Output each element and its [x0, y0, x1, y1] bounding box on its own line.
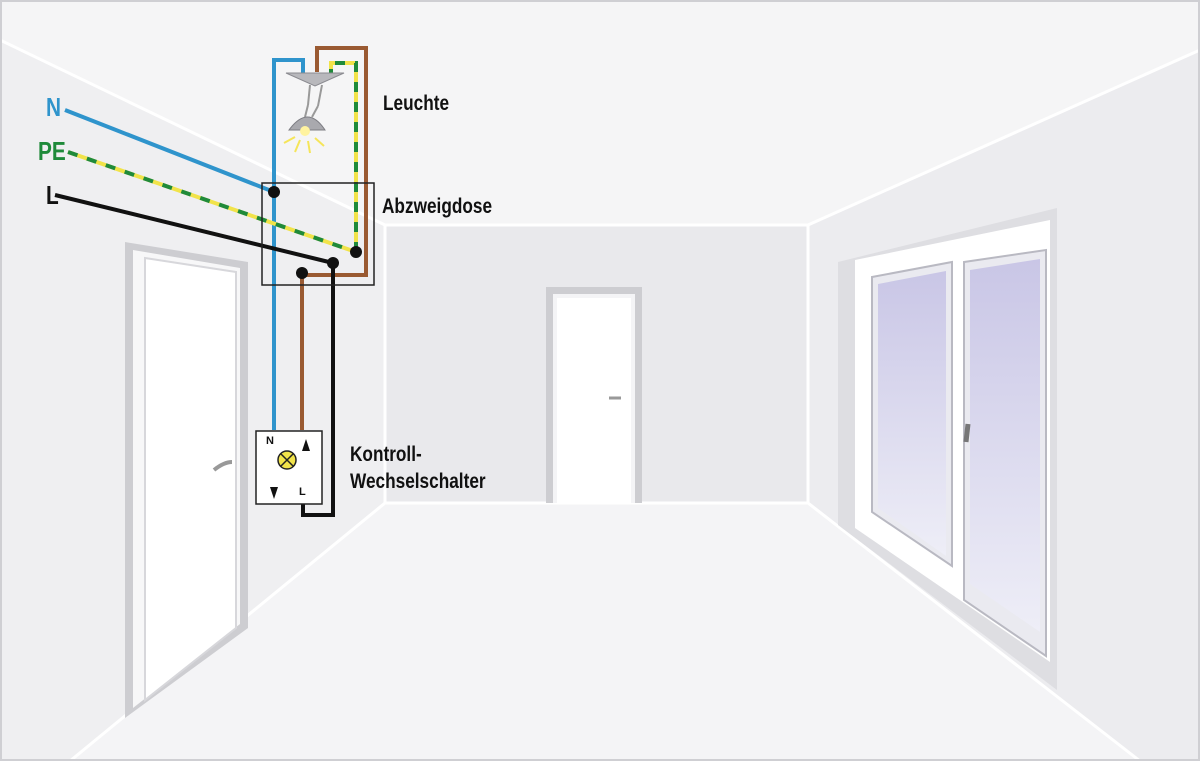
- phase-wire: [54, 193, 335, 517]
- window: [838, 208, 1057, 690]
- switch-l-terminal: L: [299, 486, 306, 498]
- phase-label: L: [46, 180, 59, 210]
- lamp-label: Leuchte: [383, 92, 450, 115]
- earth-wire: [67, 61, 358, 254]
- switch-n-terminal: N: [266, 435, 274, 447]
- switch-box: [255, 430, 323, 505]
- junction-terminals: [268, 186, 362, 279]
- earth-label: PE: [38, 136, 66, 166]
- left-door: [125, 242, 248, 718]
- ceiling: [0, 0, 1200, 225]
- neutral-wire-vertical: [272, 58, 305, 430]
- arrow-down-icon: [270, 487, 278, 499]
- arrow-up-icon: [302, 439, 310, 451]
- neutral-wire: [64, 108, 275, 194]
- junction-box: [261, 182, 375, 286]
- back-door: [546, 287, 642, 503]
- switch-label-line1: Kontroll-: [350, 443, 422, 466]
- floor: [70, 503, 1140, 761]
- switch-label-line2: Wechselschalter: [350, 470, 486, 493]
- lamp-icon: [283, 72, 345, 154]
- switched-wire: [300, 46, 368, 430]
- neutral-label: N: [46, 92, 62, 122]
- junction-box-label: Abzweigdose: [382, 195, 493, 218]
